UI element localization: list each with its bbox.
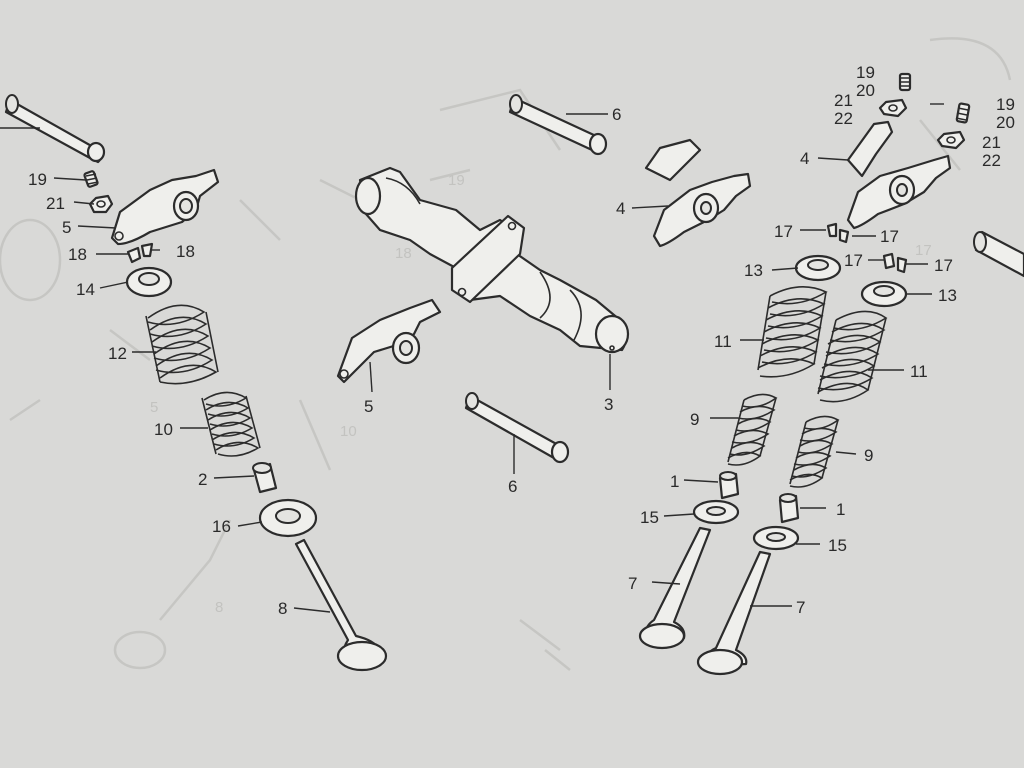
callout-4-center: 4 [616,199,625,218]
leader-lines [53,103,944,613]
valve-7-a [638,526,712,650]
washer-15-b [752,525,800,551]
rocker-arm-4-center [644,138,752,248]
spring-seat-16 [258,498,318,538]
adjusting-screw-19-left [83,170,99,188]
rocker-shaft-6-bottom [464,392,570,464]
callout-1-a: 1 [670,472,679,491]
callout-17-d: 17 [934,256,953,275]
valve-seal-1-b [778,493,800,524]
rocker-shaft-6-top [508,94,608,156]
callout-19-right-top: 19 [856,63,875,82]
callout-labels: 19 21 5 18 18 14 12 10 2 16 8 5 6 3 6 4 … [28,63,1015,618]
callout-7-a: 7 [628,574,637,593]
adjusting-screw-19-right [955,102,971,124]
collets-17-right-a [826,222,850,244]
retainer-14 [125,266,173,298]
callout-21-left: 21 [46,194,65,213]
valve-8 [294,538,388,672]
callout-3: 3 [604,395,613,414]
spring-12 [145,304,219,385]
spring-10 [201,391,261,457]
spring-9-b [789,415,840,488]
callout-16: 16 [212,517,231,536]
valve-seal-1-a [718,471,740,500]
callout-6-top: 6 [612,105,621,124]
svg-text:19: 19 [448,172,465,189]
retainer-13-b [860,280,908,308]
callout-22-right-top: 22 [834,109,853,128]
callout-1-b: 1 [836,500,845,519]
callout-20-right-top: 20 [856,81,875,100]
callout-20-right: 20 [996,113,1015,132]
callout-14: 14 [76,280,95,299]
rocker-arm-5-center [336,298,442,384]
callout-10: 10 [154,420,173,439]
svg-text:18: 18 [395,245,412,262]
lock-nut-21-right [936,130,966,150]
valve-7-b [696,550,772,676]
callout-11-b: 11 [910,362,928,381]
callout-15-a: 15 [640,508,659,527]
callout-19-left: 19 [28,170,47,189]
rocker-arm-4-right [846,120,952,230]
callout-13-b: 13 [938,286,957,305]
lock-nut-21-right-top [878,98,908,118]
svg-text:5: 5 [150,399,158,416]
callout-17-c: 17 [844,251,863,270]
callout-18-left-a: 18 [68,245,87,264]
washer-15-a [692,499,740,525]
callout-17-a: 17 [774,222,793,241]
callout-7-b: 7 [796,598,805,617]
callout-5-left: 5 [62,218,71,237]
callout-6-bottom: 6 [508,477,517,496]
rocker-shaft-left [0,94,106,164]
callout-5-center: 5 [364,397,373,416]
rocker-arm-5-left [110,168,220,246]
callout-13-a: 13 [744,261,763,280]
callout-21-right: 21 [982,133,1001,152]
collets-17-right-b [882,252,908,274]
callout-8: 8 [278,599,287,618]
spring-11-b [817,310,888,403]
svg-text:10: 10 [340,423,357,440]
valve-seal-2 [252,462,278,494]
callout-2: 2 [198,470,207,489]
callout-12: 12 [108,344,127,363]
spring-11-a [757,286,828,378]
rocker-shaft-right-edge [973,230,1024,278]
callout-18-left-b: 18 [176,242,195,261]
callout-11-a: 11 [714,332,732,351]
svg-text:8: 8 [215,599,223,616]
callout-9-a: 9 [690,410,699,429]
callout-21-right-top: 21 [834,91,853,110]
callout-22-right: 22 [982,151,1001,170]
svg-text:17: 17 [915,242,932,259]
spring-9-a [727,393,778,466]
callout-9-b: 9 [864,446,873,465]
camshaft-3 [354,166,630,354]
show-through-background: 19 18 10 8 5 17 [0,37,1012,671]
callout-17-b: 17 [880,227,899,246]
retainer-13-a [794,254,842,282]
collets-18-left [126,242,154,264]
adjusting-screw-19-right-top [898,72,912,92]
callout-19-right: 19 [996,95,1015,114]
callout-4-right: 4 [800,149,809,168]
callout-15-b: 15 [828,536,847,555]
